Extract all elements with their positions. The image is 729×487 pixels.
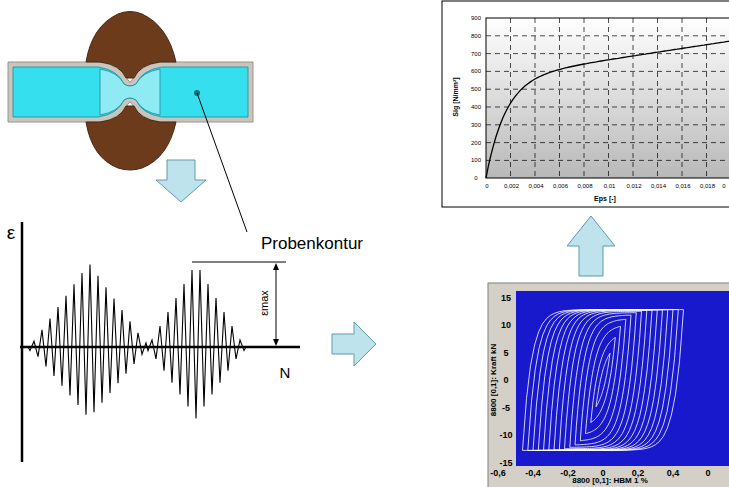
tick-label: 100: [471, 157, 481, 163]
tick-label: 700: [471, 51, 481, 57]
tick-label: 400: [471, 104, 481, 110]
leader-line: [197, 93, 247, 232]
block-arrow: [332, 322, 376, 366]
tick-label: 200: [471, 140, 481, 146]
tick-label: -10: [499, 431, 512, 440]
tick-label: 0: [474, 175, 477, 181]
axis-title: 8800 [0,1]: Kraft kN: [490, 344, 498, 416]
tick-label: 10: [501, 321, 511, 330]
axis-label: ε: [7, 223, 15, 242]
tick-label: 0,008: [577, 183, 592, 189]
tick-label: 0,004: [528, 183, 543, 189]
axis-title: Eps [-]: [594, 195, 616, 202]
tick-label: 0: [722, 183, 725, 189]
tick-label: 900: [471, 15, 481, 21]
axis-label: N: [280, 365, 291, 380]
tick-label: 0,018: [700, 183, 715, 189]
dimension-label: εmax: [259, 290, 270, 316]
tick-label: 0,014: [651, 183, 666, 189]
tick-label: 0,016: [675, 183, 690, 189]
specimen: [8, 12, 253, 233]
tick-label: 0,01: [604, 183, 616, 189]
tick-label: 0: [485, 183, 488, 189]
block-arrow: [156, 160, 206, 202]
tick-label: 800: [471, 33, 481, 39]
tick-label: -0,4: [525, 469, 541, 478]
tick-label: 0: [503, 376, 508, 385]
hysteresis-plot: [488, 283, 729, 487]
tick-label: 500: [471, 86, 481, 92]
tick-label: 300: [471, 122, 481, 128]
axis-title: 8800 [0,1]: HBM 1 %: [572, 477, 648, 485]
stress-strain-chart: [442, 1, 729, 207]
axis-title: Sig [N/mm²]: [452, 77, 459, 116]
tick-label: 0: [705, 469, 710, 478]
tick-label: -5: [502, 403, 510, 412]
tick-label: -15: [499, 458, 512, 467]
tick-label: 15: [501, 293, 511, 302]
tick-label: 0,012: [626, 183, 641, 189]
tick-label: 600: [471, 68, 481, 74]
tick-label: 0,006: [553, 183, 568, 189]
tick-label: 0,002: [504, 183, 519, 189]
callout-label: Probenkontur: [261, 235, 363, 252]
tick-label: 5: [503, 348, 508, 357]
tick-label: 0,4: [667, 469, 680, 478]
block-arrow: [567, 216, 615, 276]
tick-label: -0,6: [490, 469, 506, 478]
strain-chart: [20, 222, 300, 462]
